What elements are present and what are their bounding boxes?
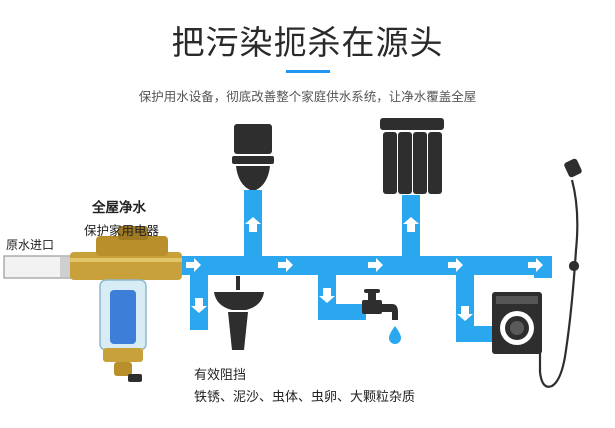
pre-filter-icon: [70, 226, 182, 382]
arrow-up-icon: [245, 217, 261, 232]
arrow-up-icon: [403, 217, 419, 232]
arrow-right-icon: [278, 258, 293, 272]
raw-water-inlet-label: 原水进口: [6, 238, 55, 252]
ro-purifier-icon: [380, 118, 444, 194]
arrow-down-icon: [457, 306, 473, 321]
arrow-right-icon: [368, 258, 383, 272]
pipe-network: [180, 190, 552, 342]
whole-house-label: 全屋净水: [92, 200, 146, 216]
faucet-icon: [362, 289, 401, 344]
main-pipe: [180, 256, 552, 275]
arrow-right-icon: [448, 258, 463, 272]
protect-appliances-label: 保护家用电器: [84, 223, 160, 238]
arrow-right-icon: [528, 258, 543, 272]
block-items: 铁锈、泥沙、虫体、虫卵、大颗粒杂质: [194, 390, 416, 405]
block-title: 有效阻挡: [194, 368, 247, 383]
title-underline: [286, 70, 330, 73]
faucet-run: [318, 304, 366, 320]
inlet-pipe: [3, 255, 79, 279]
washing-machine-icon: [492, 292, 542, 354]
shower-icon: [538, 158, 582, 388]
shower-branch: [534, 268, 552, 278]
arrow-right-icon: [186, 258, 201, 272]
basin-icon: [214, 276, 264, 350]
flow-arrows: [186, 217, 543, 321]
washer-branch: [456, 270, 474, 340]
water-drop-icon: [389, 326, 401, 344]
page-subtitle: 保护用水设备，彻底改善整个家庭供水系统，让净水覆盖全屋: [138, 89, 477, 104]
arrow-down-icon: [319, 288, 335, 303]
washer-run: [456, 326, 496, 342]
toilet-icon: [232, 124, 274, 190]
page-title: 把污染扼杀在源头: [171, 23, 444, 62]
arrow-down-icon: [191, 298, 207, 313]
